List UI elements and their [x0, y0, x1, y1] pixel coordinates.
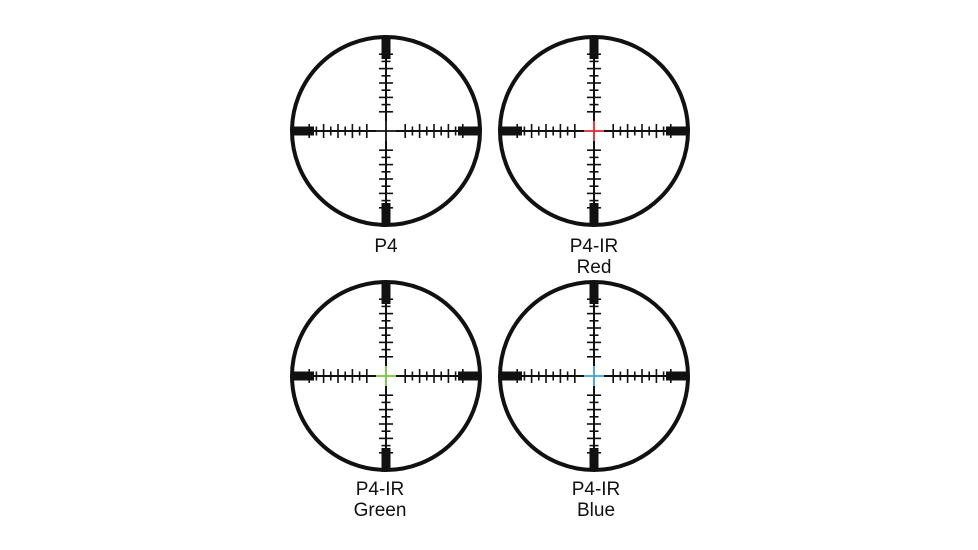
- reticle-label-line: Green: [353, 500, 407, 521]
- thick-post-right: [458, 371, 478, 381]
- reticle-label: P4: [286, 236, 486, 257]
- red-illuminated-crosshair-center-icon: [584, 121, 604, 141]
- thick-post-left: [294, 371, 314, 381]
- thick-post-bottom: [589, 203, 599, 223]
- thick-post-right: [666, 126, 686, 136]
- reticle-label-line: P4-IR: [571, 479, 621, 500]
- thick-post-top: [381, 39, 391, 59]
- thick-post-top: [589, 39, 599, 59]
- black-crosshair-center-icon: [376, 121, 396, 141]
- thick-post-left: [502, 126, 522, 136]
- thick-post-right: [458, 126, 478, 136]
- reticle-label: P4-IR Green: [280, 479, 480, 521]
- thick-post-top: [589, 284, 599, 304]
- reticle-label-line: P4: [374, 236, 398, 257]
- reticle-label: P4-IR Red: [494, 236, 694, 278]
- thick-post-left: [294, 126, 314, 136]
- thick-post-bottom: [381, 203, 391, 223]
- reticle-label-line: P4-IR: [569, 236, 619, 257]
- reticle-ring: [290, 280, 482, 472]
- blue-illuminated-crosshair-center-icon: [584, 366, 604, 386]
- thick-post-top: [381, 284, 391, 304]
- thick-post-right: [666, 371, 686, 381]
- reticle-label: P4-IR Blue: [496, 479, 696, 521]
- green-illuminated-crosshair-center-icon: [376, 366, 396, 386]
- thick-post-bottom: [381, 448, 391, 468]
- reticle-label-line: Red: [576, 257, 612, 278]
- thick-post-bottom: [589, 448, 599, 468]
- reticle-label-line: P4-IR: [355, 479, 405, 500]
- reticle-label-line: Blue: [576, 500, 616, 521]
- reticle-ring: [498, 35, 690, 227]
- thick-post-left: [502, 371, 522, 381]
- reticle-ring: [498, 280, 690, 472]
- reticle-ring: [290, 35, 482, 227]
